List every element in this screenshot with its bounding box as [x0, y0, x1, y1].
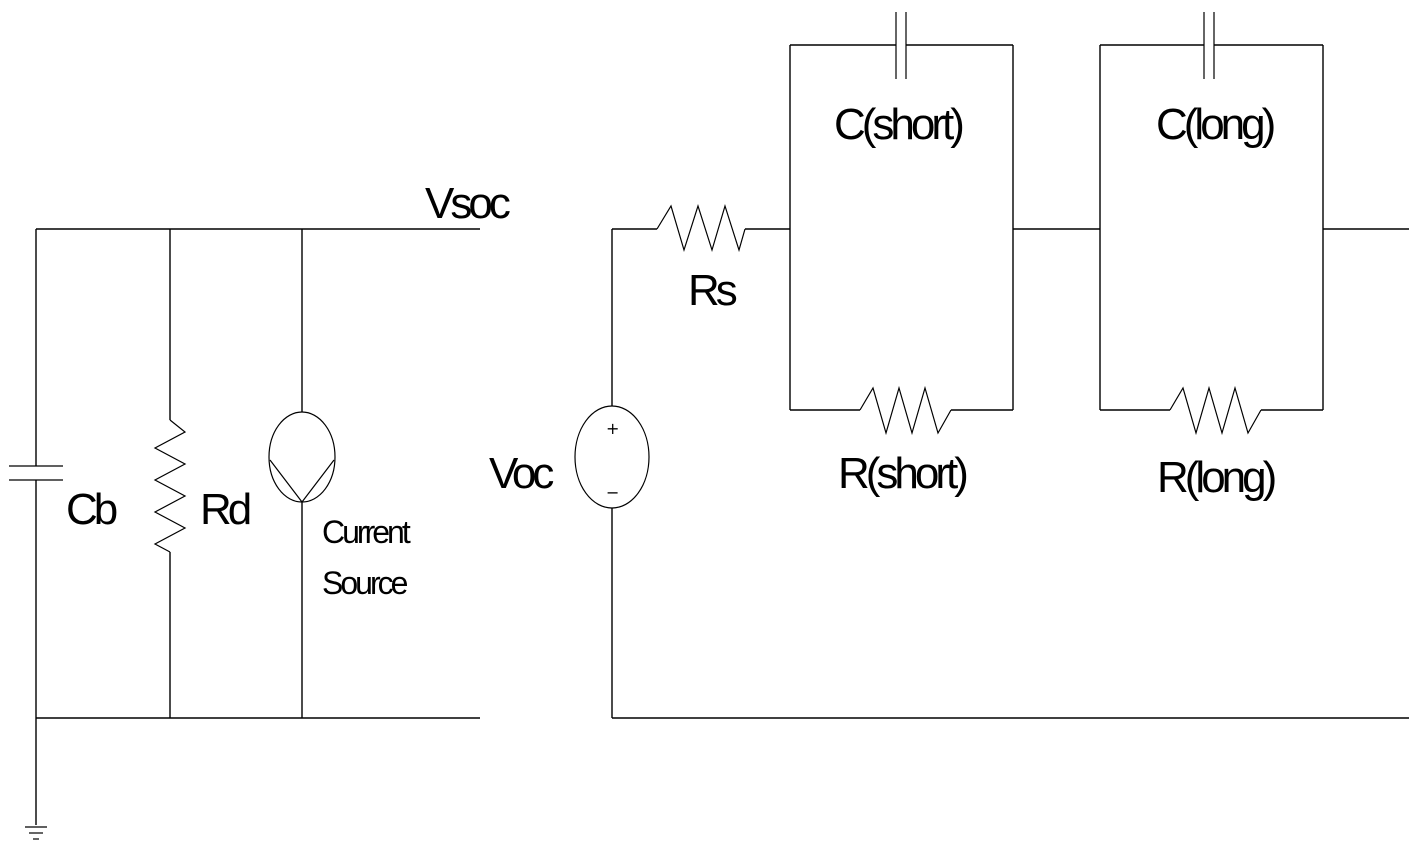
- c-short-label: C(short): [834, 100, 962, 149]
- rs-zigzag: [656, 203, 746, 253]
- right-circuit: + −: [489, 12, 1409, 719]
- r-long-label: R(long): [1157, 453, 1275, 502]
- rc-long-block: [1099, 12, 1324, 436]
- capacitor-cb: [9, 229, 63, 718]
- rs-label: Rs: [688, 266, 737, 315]
- resistor-rd: [153, 229, 187, 718]
- resistor-rs: [612, 203, 790, 253]
- rc-short-block: [789, 12, 1014, 436]
- left-circuit: Vsoc Cb Rd Current Source: [9, 179, 514, 840]
- voc-body: [574, 405, 650, 509]
- r-short-label: R(short): [838, 449, 966, 498]
- voltage-source-voc: + −: [574, 405, 650, 509]
- current-source: [268, 229, 336, 718]
- cs-body: [268, 411, 336, 503]
- rd-label: Rd: [200, 485, 250, 534]
- rd-zigzag: [153, 419, 187, 553]
- current-source-label-line1: Current: [322, 514, 411, 550]
- vsoc-label: Vsoc: [425, 179, 510, 228]
- voc-minus-sign: −: [606, 483, 619, 502]
- voc-plus-sign: +: [606, 419, 619, 438]
- ground-symbol: [25, 718, 47, 840]
- cb-label: Cb: [66, 485, 117, 534]
- r-short-zigzag: [859, 385, 952, 436]
- voc-label: Voc: [489, 449, 553, 498]
- r-long-zigzag: [1169, 385, 1262, 436]
- c-long-label: C(long): [1156, 100, 1274, 149]
- current-source-label-line2: Source: [322, 565, 408, 601]
- cs-arrow-icon: [269, 459, 335, 503]
